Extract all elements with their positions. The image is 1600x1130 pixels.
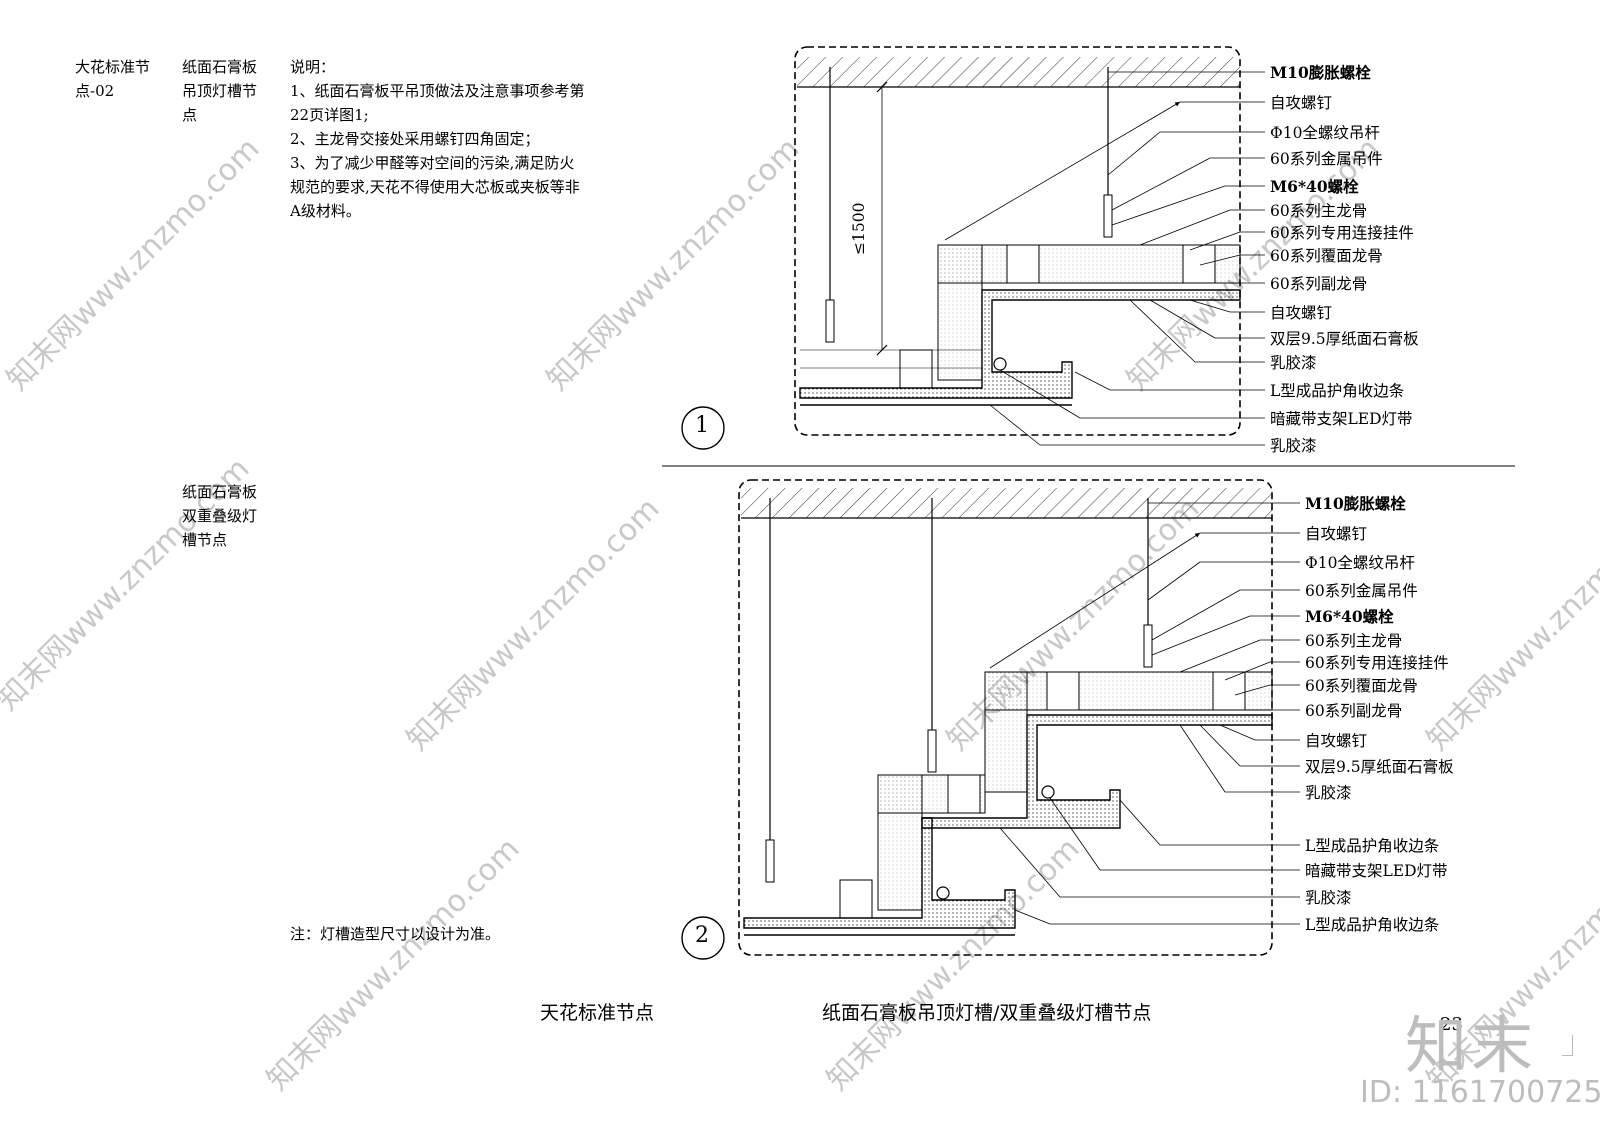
callout-label: 60系列主龙骨 <box>1305 632 1403 650</box>
drawing-code: 大花标准节 点-02 <box>75 55 150 103</box>
metal-hanger <box>825 299 835 343</box>
drawing-code-line: 大花标准节 <box>75 58 151 76</box>
callout-label: 自攻螺钉 <box>1270 94 1333 112</box>
callout-label: Φ10全螺纹吊杆 <box>1305 554 1415 572</box>
callout-label: 自攻螺钉 <box>1305 732 1368 750</box>
metal-hanger <box>1143 624 1153 668</box>
metal-hanger <box>765 839 775 883</box>
detail-number-circle <box>681 406 725 450</box>
callout-label: 60系列覆面龙骨 <box>1305 677 1418 695</box>
notes-heading: 说明： <box>290 58 336 76</box>
callout-label: 60系列专用连接挂件 <box>1305 654 1449 672</box>
metal-hanger <box>927 729 937 773</box>
watermark-logo: 知末 <box>1405 1009 1538 1082</box>
callout-label: L型成品护角收边条 <box>1305 916 1440 934</box>
watermark-id: ID: 1161700725 <box>1360 1075 1600 1110</box>
note-line: 22页详图1; <box>290 106 369 124</box>
main-channel <box>877 774 923 911</box>
gypsum-board <box>743 817 1016 929</box>
bottom-note: 注：灯槽造型尺寸以设计为准。 <box>290 925 501 943</box>
detail-number: 1 <box>695 413 709 438</box>
detail-boundary <box>794 46 1241 436</box>
detail-number: 2 <box>695 923 709 948</box>
diagram-2 <box>681 479 1300 960</box>
note-line: 3、为了减少甲醛等对空间的污染,满足防火 <box>290 154 575 172</box>
callout-label: M10膨胀螺栓 <box>1305 494 1406 513</box>
note-line: 1、纸面石膏板平吊顶做法及注意事项参考第 <box>290 82 585 100</box>
callout-label: 暗藏带支架LED灯带 <box>1305 862 1448 880</box>
note-line: A级材料。 <box>290 202 361 220</box>
section-name-line: 双重叠级灯 <box>182 507 258 525</box>
notes-block: 说明： 1、纸面石膏板平吊顶做法及注意事项参考第 22页详图1; 2、主龙骨交接… <box>290 55 585 223</box>
main-channel <box>937 244 983 381</box>
callout-label: 60系列金属吊件 <box>1270 150 1383 168</box>
callout-label: M6*40螺栓 <box>1270 177 1359 196</box>
watermark-corner-mark <box>1562 1035 1573 1056</box>
callout-label: 60系列副龙骨 <box>1270 275 1368 293</box>
callout-label: 60系列主龙骨 <box>1270 202 1368 220</box>
section-name-line: 纸面石膏板 <box>182 58 258 76</box>
callout-label: 自攻螺钉 <box>1305 525 1368 543</box>
footer-center-title: 纸面石膏板吊顶灯槽/双重叠级灯槽节点 <box>822 1002 1152 1024</box>
callout-label: L型成品护角收边条 <box>1270 382 1405 400</box>
callout-label: M6*40螺栓 <box>1305 607 1394 626</box>
section-name-line: 槽节点 <box>182 531 228 549</box>
callout-label: L型成品护角收边条 <box>1305 837 1440 855</box>
note-line: 2、主龙骨交接处采用螺钉四角固定； <box>290 130 540 148</box>
page-number: 23 <box>1440 1014 1463 1035</box>
callout-label: 暗藏带支架LED灯带 <box>1270 410 1413 428</box>
callout-label: 60系列专用连接挂件 <box>1270 224 1414 242</box>
section-name-1: 纸面石膏板 吊顶灯槽节 点 <box>182 55 257 127</box>
dimension-label: ≤1500 <box>850 202 868 255</box>
led-strip <box>1041 785 1055 799</box>
main-channel <box>984 671 1028 793</box>
detail-number-circle <box>681 916 725 960</box>
callout-label: 60系列覆面龙骨 <box>1270 247 1383 265</box>
callout-label: 60系列金属吊件 <box>1305 582 1418 600</box>
section-name-2: 纸面石膏板 双重叠级灯 槽节点 <box>182 480 257 552</box>
callout-label: Φ10全螺纹吊杆 <box>1270 124 1380 142</box>
note-line: 规范的要求,天花不得使用大芯板或夹板等非 <box>290 178 580 196</box>
section-name-line: 纸面石膏板 <box>182 483 258 501</box>
section-name-line: 吊顶灯槽节 <box>182 82 258 100</box>
diagram-1 <box>681 46 1265 450</box>
drawing-code-line: 点-02 <box>75 82 115 100</box>
led-strip <box>936 886 950 900</box>
footer-left-title: 天花标准节点 <box>540 1002 655 1024</box>
metal-hanger <box>1103 194 1113 238</box>
callout-label: 乳胶漆 <box>1270 354 1317 372</box>
callout-label: 双层9.5厚纸面石膏板 <box>1305 758 1454 776</box>
gypsum-board <box>799 289 1241 399</box>
callout-label: 乳胶漆 <box>1305 889 1352 907</box>
callout-label: M10膨胀螺栓 <box>1270 63 1371 82</box>
led-strip <box>993 357 1007 371</box>
callout-label: 双层9.5厚纸面石膏板 <box>1270 330 1419 348</box>
callout-label: 乳胶漆 <box>1305 784 1352 802</box>
callout-label: 自攻螺钉 <box>1270 304 1333 322</box>
callout-label: 乳胶漆 <box>1270 437 1317 455</box>
callout-label: 60系列副龙骨 <box>1305 702 1403 720</box>
section-name-line: 点 <box>182 106 198 124</box>
